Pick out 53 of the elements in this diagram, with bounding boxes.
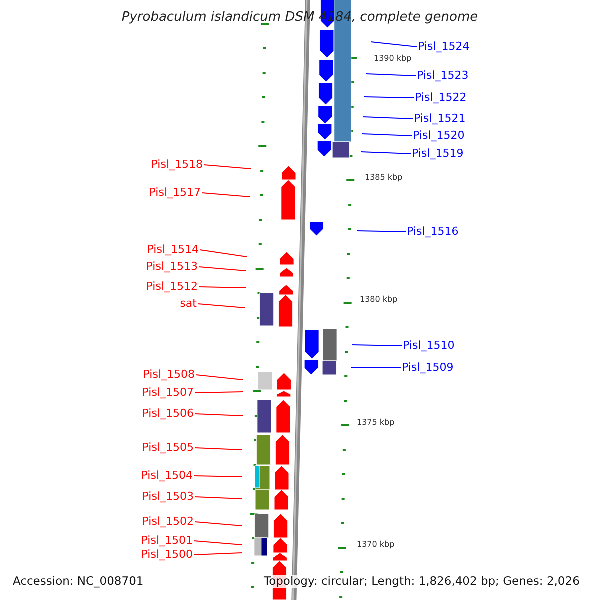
leader-line [364, 96, 414, 98]
leader-line [202, 192, 250, 198]
gene-label: Pisl_1513 [146, 260, 198, 273]
leader-line [194, 392, 244, 394]
leader-line [198, 266, 246, 272]
gene-label: Pisl_1500 [141, 548, 193, 561]
gene-label: Pisl_1519 [412, 147, 464, 160]
gene-label: sat [180, 297, 197, 310]
scale-label: 1375 kbp [357, 418, 395, 428]
leader-line [194, 476, 242, 478]
leader-line [196, 374, 244, 380]
leader-line [194, 522, 242, 526]
leader-line [198, 304, 246, 308]
leader-line [204, 164, 252, 170]
gene-label: Pisl_1524 [418, 40, 470, 53]
leader-line [360, 152, 412, 154]
leader-line [194, 414, 244, 416]
gene-label: Pisl_1506 [142, 407, 194, 420]
scale-label: 1380 kbp [360, 295, 398, 305]
leader-line [366, 74, 416, 76]
leader-line [370, 42, 418, 48]
title: Pyrobaculum islandicum DSM 4184, complete genome [120, 10, 480, 26]
leader-line [200, 250, 248, 258]
gene-label: Pisl_1520 [413, 129, 465, 142]
scale-label: 1390 kbp [374, 54, 412, 64]
gene-label: Pisl_1505 [142, 441, 194, 454]
leader-line [194, 448, 242, 450]
gene-label: Pisl_1521 [414, 112, 466, 125]
gene-label: Pisl_1502 [142, 515, 194, 528]
leader-line [352, 344, 402, 346]
leader-line [198, 286, 246, 288]
gene-label: Pisl_1514 [147, 243, 199, 256]
gene-label: Pisl_1508 [143, 368, 195, 381]
gene-label: Pisl_1517 [149, 186, 201, 199]
gene-label: Pisl_1523 [417, 69, 469, 82]
gene-label: Pisl_1507 [142, 386, 194, 399]
gene-label: Pisl_1509 [402, 361, 454, 374]
leader-line [362, 134, 412, 136]
scale-label: 1370 kbp [357, 540, 395, 550]
gene-label: Pisl_1518 [151, 158, 203, 171]
gene-label: Pisl_1503 [142, 490, 194, 503]
leader-line [194, 540, 242, 546]
leader-line [194, 552, 242, 556]
gene-label: Pisl_1522 [415, 91, 467, 104]
leader-line [356, 230, 406, 232]
leader-line [362, 116, 414, 120]
leader-line [194, 496, 242, 500]
scale-label: 1385 kbp [365, 173, 403, 183]
gene-label: Pisl_1510 [403, 339, 455, 352]
gene-label: Pisl_1516 [407, 225, 459, 238]
gene-label: Pisl_1501 [141, 534, 193, 547]
gene-label: Pisl_1504 [141, 469, 193, 482]
gene-label: Pisl_1512 [146, 280, 198, 293]
